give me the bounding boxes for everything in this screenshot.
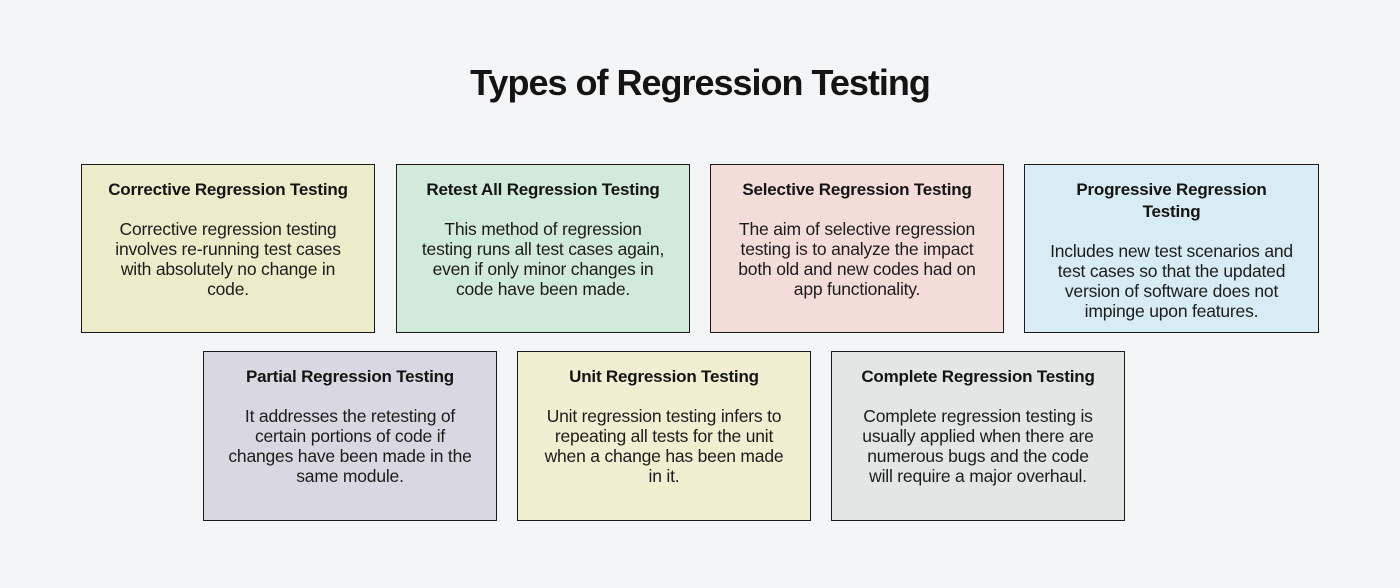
card-corrective-regression-testing: Corrective Regression Testing Corrective… (81, 164, 375, 333)
card-title: Corrective Regression Testing (108, 180, 348, 199)
card-body: Complete regression testing is usually a… (862, 406, 1094, 486)
card-progressive-regression-testing: Progressive Regression Testing Includes … (1024, 164, 1319, 333)
card-body: Includes new test scenarios and test cas… (1050, 241, 1293, 321)
card-title: Selective Regression Testing (742, 180, 972, 199)
card-selective-regression-testing: Selective Regression Testing The aim of … (710, 164, 1004, 333)
card-complete-regression-testing: Complete Regression Testing Complete reg… (831, 351, 1125, 521)
card-retest-all-regression-testing: Retest All Regression Testing This metho… (396, 164, 690, 333)
card-body: It addresses the retesting of certain po… (228, 406, 472, 486)
page-title: Types of Regression Testing (470, 62, 931, 103)
card-title: Complete Regression Testing (861, 367, 1095, 386)
card-title: Partial Regression Testing (246, 367, 454, 386)
card-body: Corrective regression testing involves r… (115, 219, 341, 299)
card-body: The aim of selective regression testing … (738, 219, 976, 299)
card-body: This method of regression testing runs a… (421, 219, 665, 299)
card-unit-regression-testing: Unit Regression Testing Unit regression … (517, 351, 811, 521)
card-title: Progressive Regression Testing (1076, 180, 1267, 221)
card-body: Unit regression testing infers to repeat… (544, 406, 784, 486)
card-partial-regression-testing: Partial Regression Testing It addresses … (203, 351, 497, 521)
card-title: Unit Regression Testing (569, 367, 759, 386)
card-title: Retest All Regression Testing (426, 180, 660, 199)
